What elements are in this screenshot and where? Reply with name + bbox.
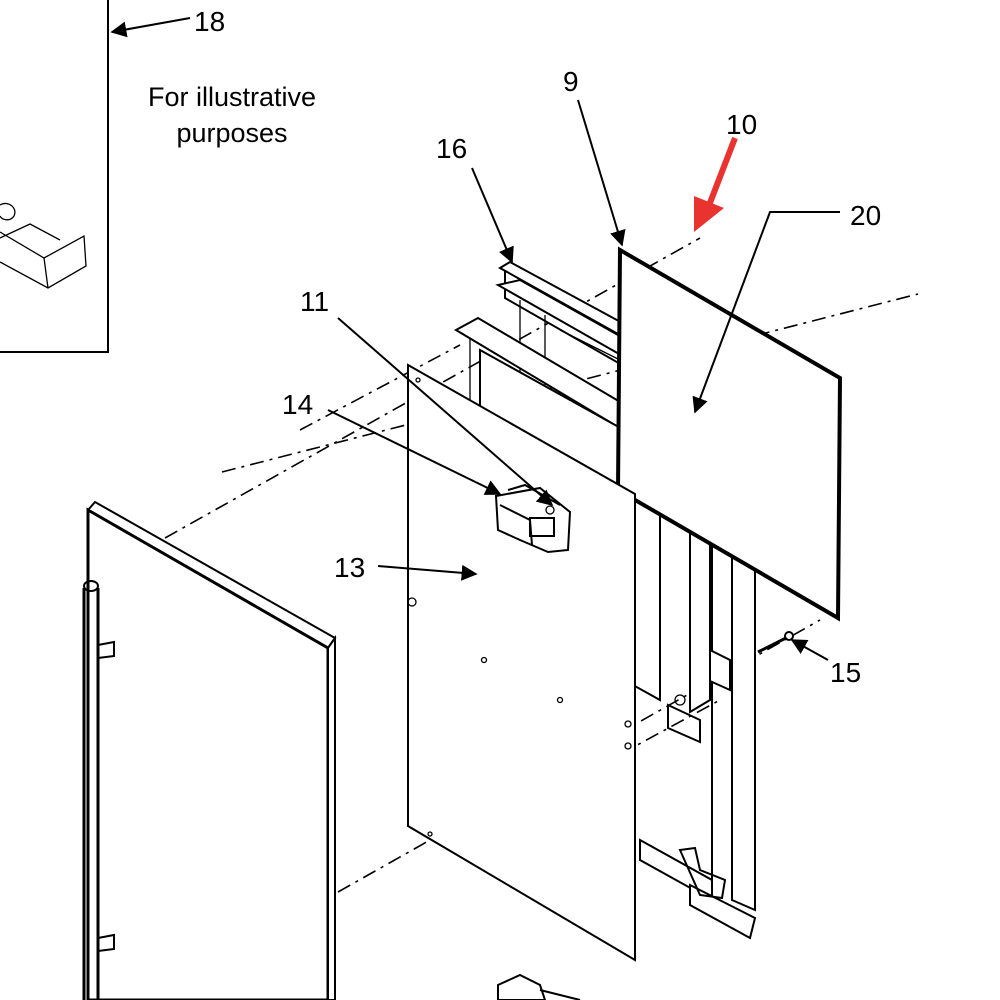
callout-15: 15	[830, 657, 861, 688]
callout-10: 10	[726, 109, 757, 140]
highlight-arrow	[694, 136, 738, 232]
callout-20: 20	[850, 200, 881, 231]
screw-15	[757, 631, 794, 654]
callout-11: 11	[300, 286, 329, 317]
callout-13: 13	[334, 552, 365, 583]
bottom-hinge-parts	[497, 973, 581, 1000]
rear-gasket-panel	[615, 246, 843, 622]
callout-9: 9	[563, 66, 579, 97]
door	[82, 500, 337, 1000]
callout-18: 18	[194, 6, 225, 37]
callout-14: 14	[282, 389, 313, 420]
front-panel	[407, 363, 636, 962]
illustration-inset	[0, 0, 109, 353]
illustrative-note-line1: For illustrative	[148, 82, 316, 112]
callout-16: 16	[436, 133, 467, 164]
leader-lines	[110, 17, 840, 661]
illustrative-note-line2: purposes	[176, 118, 287, 148]
